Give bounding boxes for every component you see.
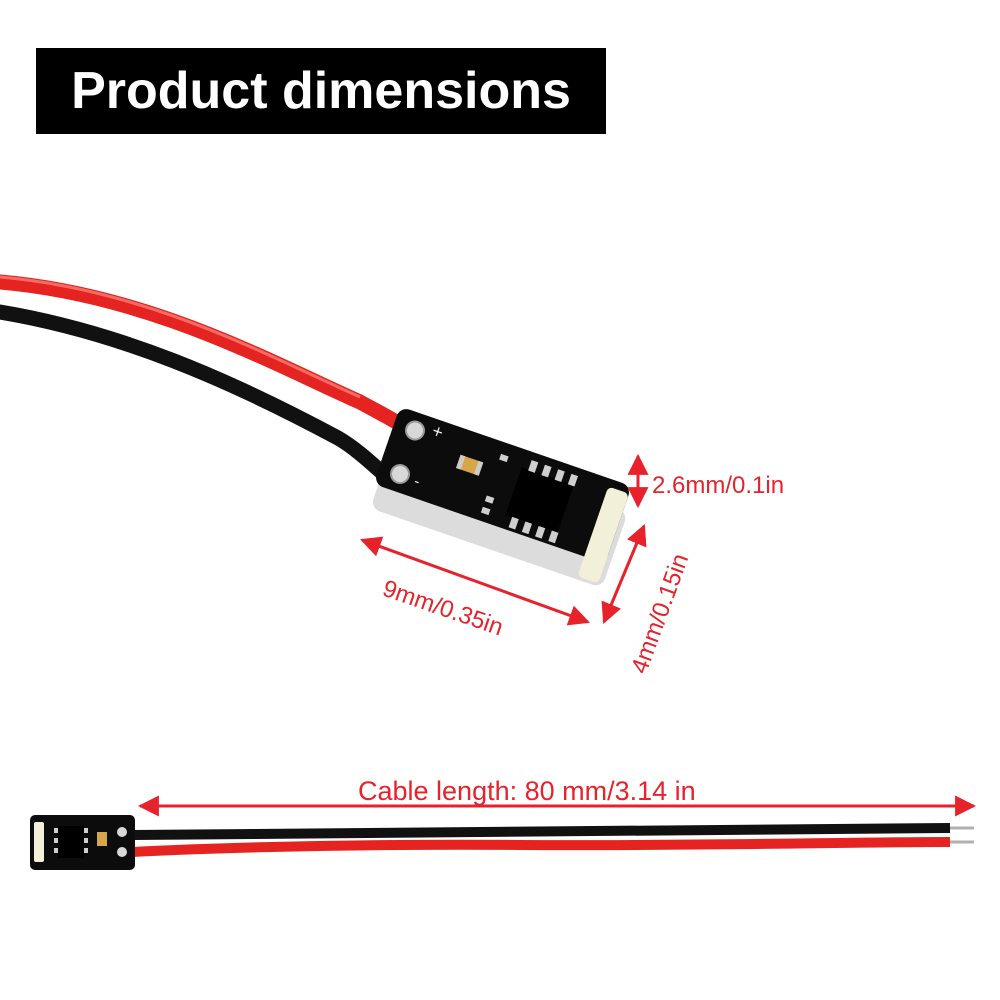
page-title: Product dimensions bbox=[71, 62, 571, 120]
width-arrow bbox=[360, 536, 590, 626]
cable-module-full bbox=[30, 815, 974, 870]
closeup-wires bbox=[0, 274, 420, 486]
svg-text:+: + bbox=[429, 423, 445, 442]
cable-length-label: Cable length: 80 mm/3.14 in bbox=[358, 776, 696, 806]
title-banner: Product dimensions bbox=[36, 48, 606, 134]
svg-text:-: - bbox=[412, 474, 422, 491]
depth-arrow bbox=[601, 524, 647, 624]
height-dimension-label: 2.6mm/0.1in bbox=[652, 472, 785, 499]
pcb-module-closeup: + - bbox=[372, 409, 629, 586]
dimension-arrows bbox=[137, 453, 977, 817]
